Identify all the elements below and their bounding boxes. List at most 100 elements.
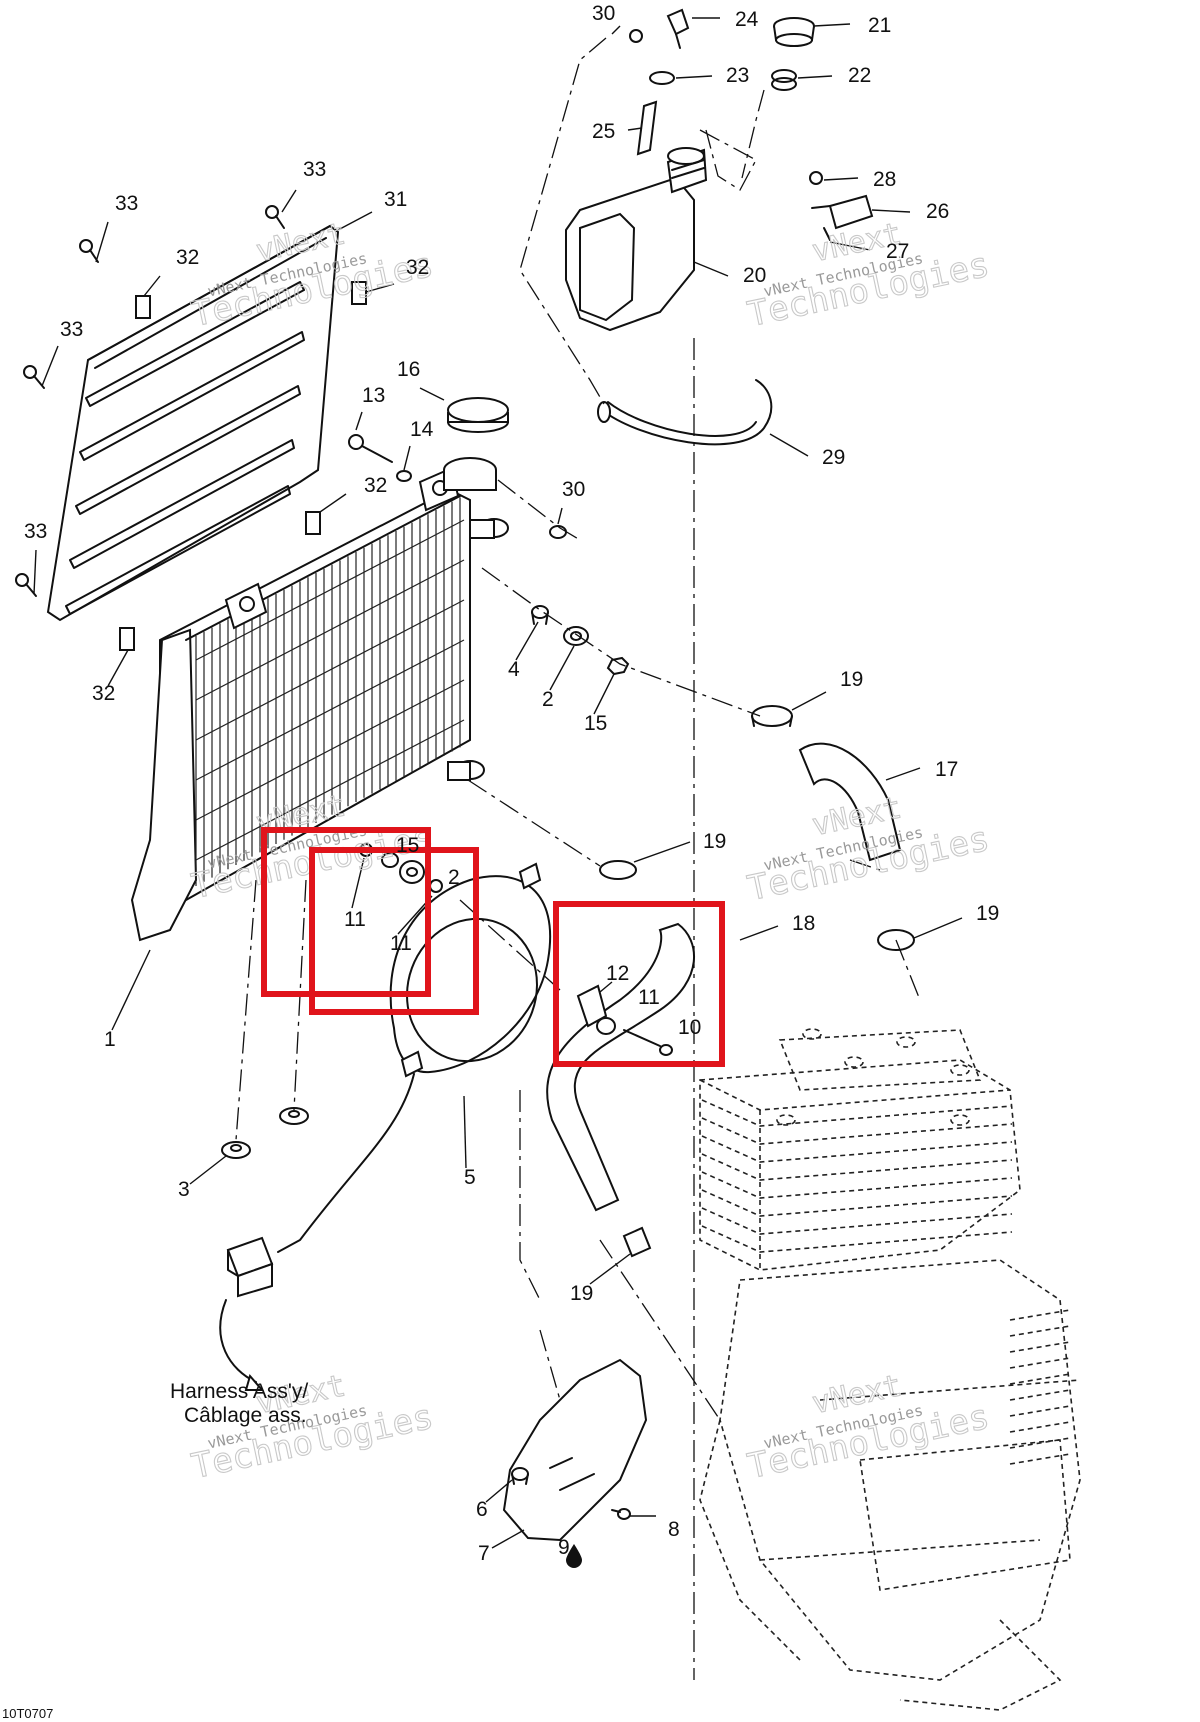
spacer-icon xyxy=(531,605,549,625)
spacer-icon xyxy=(511,1467,529,1485)
callout-33: 33 xyxy=(115,192,138,215)
highlight-box-fan-bracket xyxy=(553,901,725,1067)
callout-9: 9 xyxy=(558,1536,570,1559)
overflow-hose xyxy=(636,100,658,156)
radiator xyxy=(130,457,509,942)
washer-icon xyxy=(649,71,675,85)
callout-22: 22 xyxy=(848,64,871,87)
callout-19: 19 xyxy=(976,902,999,925)
callout-32: 32 xyxy=(406,256,429,279)
harness-label-fr: Câblage ass. xyxy=(184,1404,307,1427)
screw-icon xyxy=(611,1508,631,1520)
callout-20: 20 xyxy=(743,264,766,287)
harness-label-en: Harness Ass'y/ xyxy=(170,1380,308,1403)
clip-icon xyxy=(305,511,321,535)
engine-cooling-fins xyxy=(701,1099,1071,1465)
leader-lines xyxy=(33,17,963,1549)
arrow-down-icon xyxy=(244,1373,265,1391)
callout-8: 8 xyxy=(668,1518,680,1541)
callout-27: 27 xyxy=(886,240,909,263)
callout-11: 11 xyxy=(344,908,366,931)
callout-33: 33 xyxy=(303,158,326,181)
callout-32: 32 xyxy=(364,474,387,497)
callout-12: 12 xyxy=(606,962,629,985)
callout-32: 32 xyxy=(176,246,199,269)
clip-icon xyxy=(135,295,151,319)
callout-29: 29 xyxy=(822,446,845,469)
callout-30: 30 xyxy=(592,2,615,25)
screw-icon xyxy=(15,573,37,597)
callout-6: 6 xyxy=(476,1498,488,1521)
reservoir-hose xyxy=(597,379,773,446)
callout-2: 2 xyxy=(448,866,460,889)
radiator-fins xyxy=(195,497,465,886)
callout-1: 1 xyxy=(104,1028,116,1051)
grommet-icon xyxy=(563,626,589,646)
washer-icon xyxy=(396,470,412,482)
assembly-lines xyxy=(235,37,921,1680)
hose-clamp-icon xyxy=(549,525,567,539)
hose-clamp-icon xyxy=(599,860,637,880)
callout-10: 10 xyxy=(678,1016,701,1039)
callout-24: 24 xyxy=(735,8,759,31)
clip-icon xyxy=(351,281,367,305)
fan-harness xyxy=(219,1073,415,1391)
mounting-strap xyxy=(809,171,874,241)
highlight-boxes xyxy=(261,827,725,1067)
reservoir-seal xyxy=(771,69,797,91)
mounting-bolt xyxy=(348,434,393,463)
fan-shroud xyxy=(389,862,552,1078)
grommet-icon xyxy=(279,1107,309,1125)
callout-19: 19 xyxy=(570,1282,593,1305)
reference-code: 10T0707 xyxy=(2,1706,53,1721)
callout-26: 26 xyxy=(926,200,949,223)
callout-19: 19 xyxy=(840,668,863,691)
drop-icon xyxy=(566,1544,582,1568)
callout-14: 14 xyxy=(410,418,434,441)
callout-15: 15 xyxy=(396,834,419,857)
callout-2: 2 xyxy=(542,688,554,711)
callout-7: 7 xyxy=(478,1542,490,1565)
callout-16: 16 xyxy=(397,358,420,381)
callout-33: 33 xyxy=(60,318,83,341)
engine xyxy=(699,1028,1081,1711)
upper-hose xyxy=(798,742,902,862)
cover-plate xyxy=(502,1358,648,1542)
callout-30: 30 xyxy=(562,478,585,501)
callout-19: 19 xyxy=(703,830,726,853)
callout-18: 18 xyxy=(792,912,815,935)
callout-32: 32 xyxy=(92,682,115,705)
hose-clamp-icon xyxy=(751,705,793,727)
clip-icon xyxy=(119,627,135,651)
radiator-cap xyxy=(447,397,509,433)
callout-4: 4 xyxy=(508,658,520,681)
screw-icon xyxy=(23,365,45,389)
callout-5: 5 xyxy=(464,1166,476,1189)
grommet-icon xyxy=(399,860,425,884)
nut-icon xyxy=(606,656,630,676)
callout-11: 11 xyxy=(390,932,412,955)
callout-33: 33 xyxy=(24,520,47,543)
highlight-box-fan-mount-left xyxy=(261,827,431,997)
grommet-icon xyxy=(221,1141,251,1159)
hose-clamp-icon xyxy=(622,1226,652,1258)
callout-21: 21 xyxy=(868,14,891,37)
hose-nipple xyxy=(666,8,690,49)
callout-17: 17 xyxy=(935,758,958,781)
coolant-reservoir xyxy=(565,147,708,332)
screw-icon xyxy=(265,205,285,229)
washer-icon xyxy=(429,879,443,893)
callout-11: 11 xyxy=(638,986,660,1009)
highlight-box-fan-mount-center xyxy=(309,847,479,1015)
callout-15: 15 xyxy=(584,712,607,735)
lower-hose xyxy=(546,922,696,1212)
grille-screws xyxy=(15,205,285,597)
reservoir-cap xyxy=(773,17,815,47)
radiator-grille xyxy=(46,224,367,651)
callout-23: 23 xyxy=(726,64,749,87)
